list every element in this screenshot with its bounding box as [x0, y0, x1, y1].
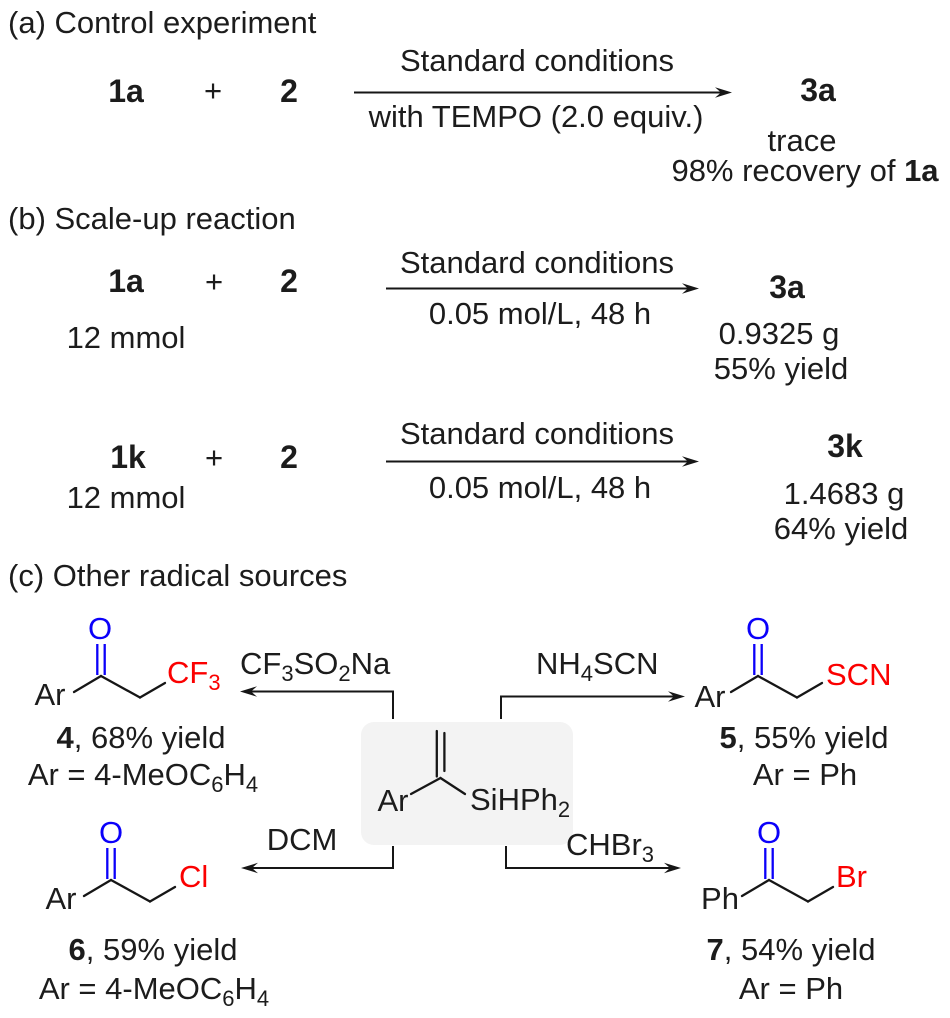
b-row2-mass: 1.4683 g [783, 476, 905, 511]
product5-bonds [729, 644, 824, 699]
section-a-result2: 98% recovery of 1a [671, 153, 939, 188]
b-row2-plus: + [204, 440, 224, 475]
section-a-conditions-top: Standard conditions [399, 43, 675, 78]
product7-caption1: 7, 54% yield [706, 932, 876, 967]
b-row2-conditions-bottom: 0.05 mol/L, 48 h [428, 470, 652, 505]
b-row1-reactant2: 2 [280, 263, 298, 299]
arrow-bottom-right [505, 846, 681, 874]
product4-substituent-label: CF3 [167, 655, 221, 695]
reagent-bottom-right: CHBr3 [566, 827, 655, 867]
product6-caption2: Ar = 4-MeOC6H4 [38, 971, 270, 1011]
substrate-highlight-box [361, 722, 573, 845]
substrate-aryl-label: Ar [377, 783, 409, 818]
product7-aryl-label: Ph [701, 881, 739, 916]
product6-oxygen-label: O [98, 815, 124, 850]
b-row2-reactant2: 2 [280, 439, 298, 475]
product6-aryl-label: Ar [45, 881, 77, 916]
b-row2-yield: 64% yield [773, 511, 909, 546]
section-a-heading: (a) Control experiment [8, 5, 317, 40]
b-row1-mass: 0.9325 g [718, 316, 840, 351]
reagent-bottom-left: DCM [266, 822, 338, 857]
product6-bonds [82, 848, 177, 903]
reagent-top-left: CF3SO2Na [240, 646, 391, 686]
arrow-bottom-left [241, 846, 394, 874]
b-row2-conditions-top: Standard conditions [399, 416, 675, 451]
product7-substituent-label: Br [836, 859, 867, 894]
product7-bonds [740, 848, 835, 903]
product4-oxygen-label: O [87, 611, 113, 646]
section-a-result1: trace [767, 123, 837, 158]
product5-aryl-label: Ar [694, 679, 726, 714]
product4-aryl-label: Ar [34, 677, 66, 712]
arrow-b1 [386, 283, 699, 294]
product5-substituent-label: SCN [826, 657, 892, 692]
b-row2-reactant1: 1k [110, 439, 146, 475]
b-row1-amount: 12 mmol [66, 320, 186, 355]
product4-caption2: Ar = 4-MeOC6H4 [27, 757, 259, 797]
product4-bonds [72, 644, 167, 699]
product7-oxygen-label: O [756, 815, 782, 850]
b-row1-plus: + [204, 264, 224, 299]
section-a-plus: + [203, 73, 223, 108]
arrow-b2 [386, 456, 699, 467]
b-row1-yield: 55% yield [713, 351, 849, 386]
substrate-silyl-label: SiHPh2 [470, 782, 571, 822]
b-row1-conditions-top: Standard conditions [399, 245, 675, 280]
section-a-conditions-bottom: with TEMPO (2.0 equiv.) [368, 99, 704, 134]
product6-caption1: 6, 59% yield [68, 932, 238, 967]
b-row1-product: 3a [769, 269, 805, 305]
b-row1-conditions-bottom: 0.05 mol/L, 48 h [428, 296, 652, 331]
product5-caption1: 5, 55% yield [719, 720, 889, 755]
section-c-heading: (c) Other radical sources [8, 558, 348, 593]
arrow-top-left [240, 686, 394, 719]
section-a-reactant1: 1a [108, 73, 144, 109]
product5-caption2: Ar = Ph [752, 757, 858, 792]
section-b-heading: (b) Scale-up reaction [8, 201, 296, 236]
product6-substituent-label: Cl [179, 859, 209, 894]
section-a-reactant2: 2 [280, 73, 298, 109]
b-row1-reactant1: 1a [108, 263, 144, 299]
substrate-bonds [409, 729, 467, 796]
arrow-top-right [500, 691, 685, 719]
product7-caption2: Ar = Ph [738, 971, 844, 1006]
product5-oxygen-label: O [745, 611, 771, 646]
reagent-top-right: NH4SCN [536, 646, 659, 686]
b-row2-amount: 12 mmol [66, 480, 186, 515]
arrow-a [354, 87, 732, 98]
section-a-product: 3a [800, 72, 836, 108]
b-row2-product: 3k [827, 428, 863, 464]
product4-caption1: 4, 68% yield [56, 720, 226, 755]
